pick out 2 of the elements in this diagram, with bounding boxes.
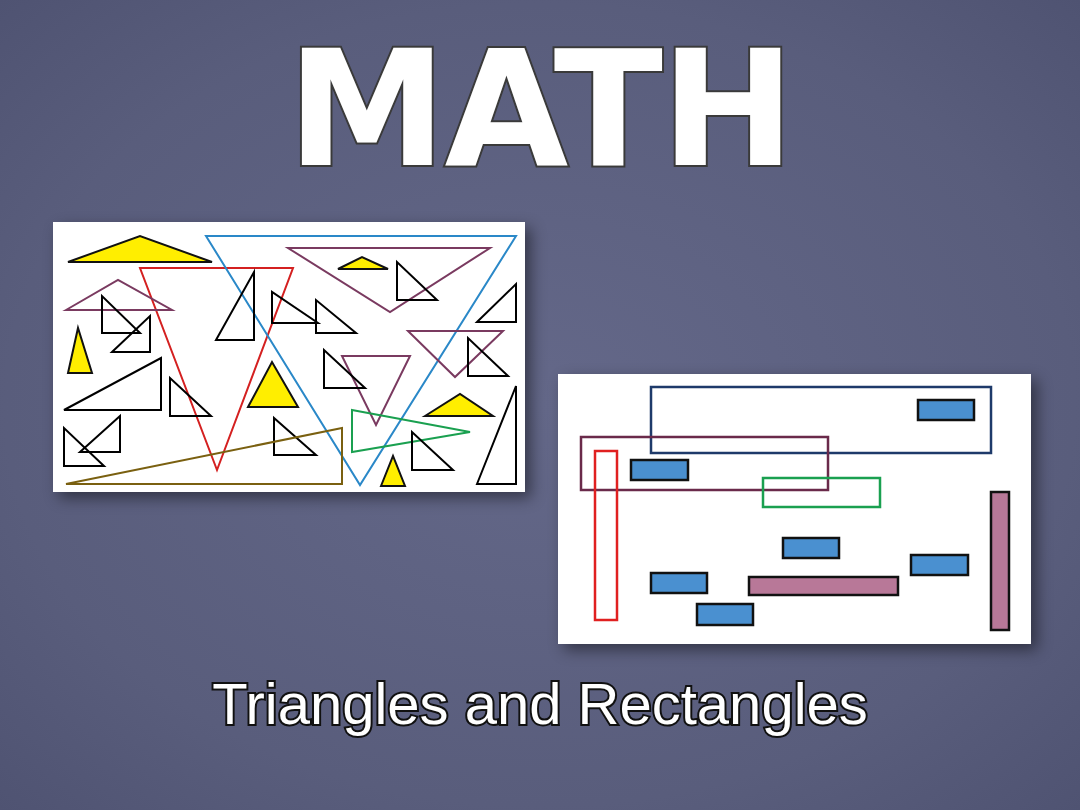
caption: Triangles and Rectangles	[212, 672, 868, 736]
title: MATH	[287, 30, 793, 190]
